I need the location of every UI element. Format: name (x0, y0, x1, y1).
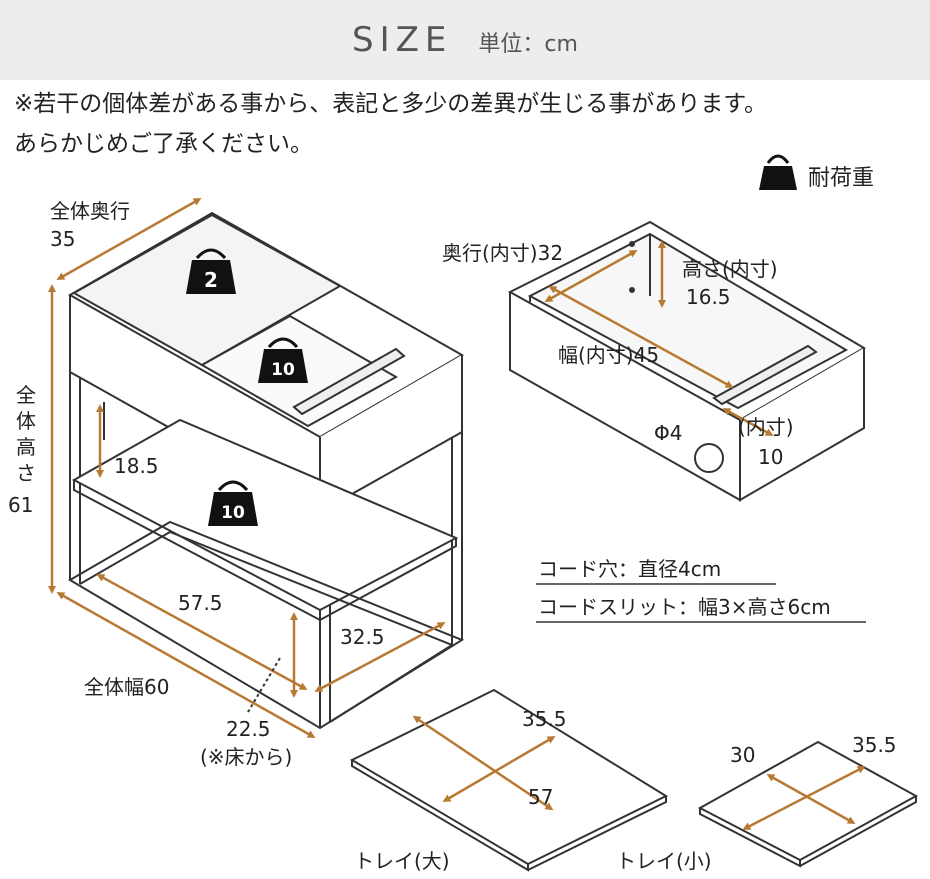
disclaimer-note: ※若干の個体差がある事から、表記と多少の差異が生じる事があります。 あらかじめご… (14, 84, 924, 164)
depth-label: 全体奥行 (50, 199, 130, 223)
tray-large-width: 35.5 (522, 707, 567, 731)
load-shelf-value: 10 (221, 503, 245, 523)
drawer-height-value: 16.5 (686, 285, 731, 309)
weight-legend-label: 耐荷重 (808, 166, 874, 191)
drawer-hole-label: Φ4 (654, 421, 682, 445)
drawer-slot-line (722, 408, 774, 436)
tray-small-length-line (742, 766, 866, 830)
shelf-gap-value: 18.5 (114, 454, 159, 478)
drawer-slot-value: 10 (758, 445, 783, 469)
height-label: 全 体 高 さ (16, 383, 36, 485)
height-char-1: 全 (16, 383, 36, 407)
inner-width-value: 57.5 (178, 591, 223, 615)
floor-leader-line (247, 657, 281, 713)
load-icon-shelf: 10 (208, 480, 258, 526)
inner-depth-value: 32.5 (340, 625, 385, 649)
load-top-value: 2 (204, 268, 218, 292)
inner-depth-line (314, 622, 446, 692)
depth-dimension-line (56, 198, 202, 280)
weight-legend: 耐荷重 (759, 154, 874, 191)
unit-label: 単位：cm (478, 32, 578, 57)
drawer-depth-label: 奥行(内寸)32 (442, 241, 563, 265)
floor-note: (※床から) (200, 745, 292, 769)
drawer-height-label: 高さ(内寸) (682, 257, 778, 281)
depth-value: 35 (50, 227, 75, 251)
size-title: SIZE (352, 20, 453, 60)
cord-hole-icon (694, 443, 724, 473)
tray-small-dimension-lines (742, 766, 866, 830)
drawer-width-label: 幅(内寸)45 (558, 343, 659, 367)
tray-large-label: トレイ(大) (354, 849, 450, 873)
floor-height-value: 22.5 (226, 717, 271, 741)
height-char-4: さ (16, 461, 36, 485)
height-value: 61 (8, 493, 33, 517)
total-width-label: 全体幅60 (84, 675, 169, 699)
tray-small-width: 30 (730, 743, 755, 767)
disclaimer-line-2: あらかじめご了承ください。 (14, 131, 313, 157)
height-char-2: 体 (16, 409, 36, 433)
tray-small-length: 35.5 (852, 733, 897, 757)
total-width-line (56, 592, 316, 738)
load-drawer-value: 10 (271, 360, 295, 380)
drawer-slot-label: (内寸) (738, 415, 794, 439)
cord-slit-info: コードスリット：幅3×高さ6cm (538, 595, 831, 619)
tray-large-width-line (442, 735, 556, 803)
drawer-width-line (548, 286, 734, 388)
load-icon-drawer: 10 (258, 337, 308, 383)
weight-icon (759, 154, 797, 190)
height-char-3: 高 (16, 435, 36, 459)
size-header: SIZE 単位：cm (0, 0, 930, 80)
table-dimension-lines (48, 198, 446, 738)
disclaimer-line-1: ※若干の個体差がある事から、表記と多少の差異が生じる事があります。 (14, 91, 767, 117)
tray-large-length: 57 (528, 785, 553, 809)
cord-hole-info: コード穴：直径4cm (538, 557, 721, 581)
tray-large-dimension-lines (412, 715, 556, 811)
drawer-dimension-lines (544, 240, 774, 436)
tray-small-label: トレイ(小) (616, 849, 712, 873)
